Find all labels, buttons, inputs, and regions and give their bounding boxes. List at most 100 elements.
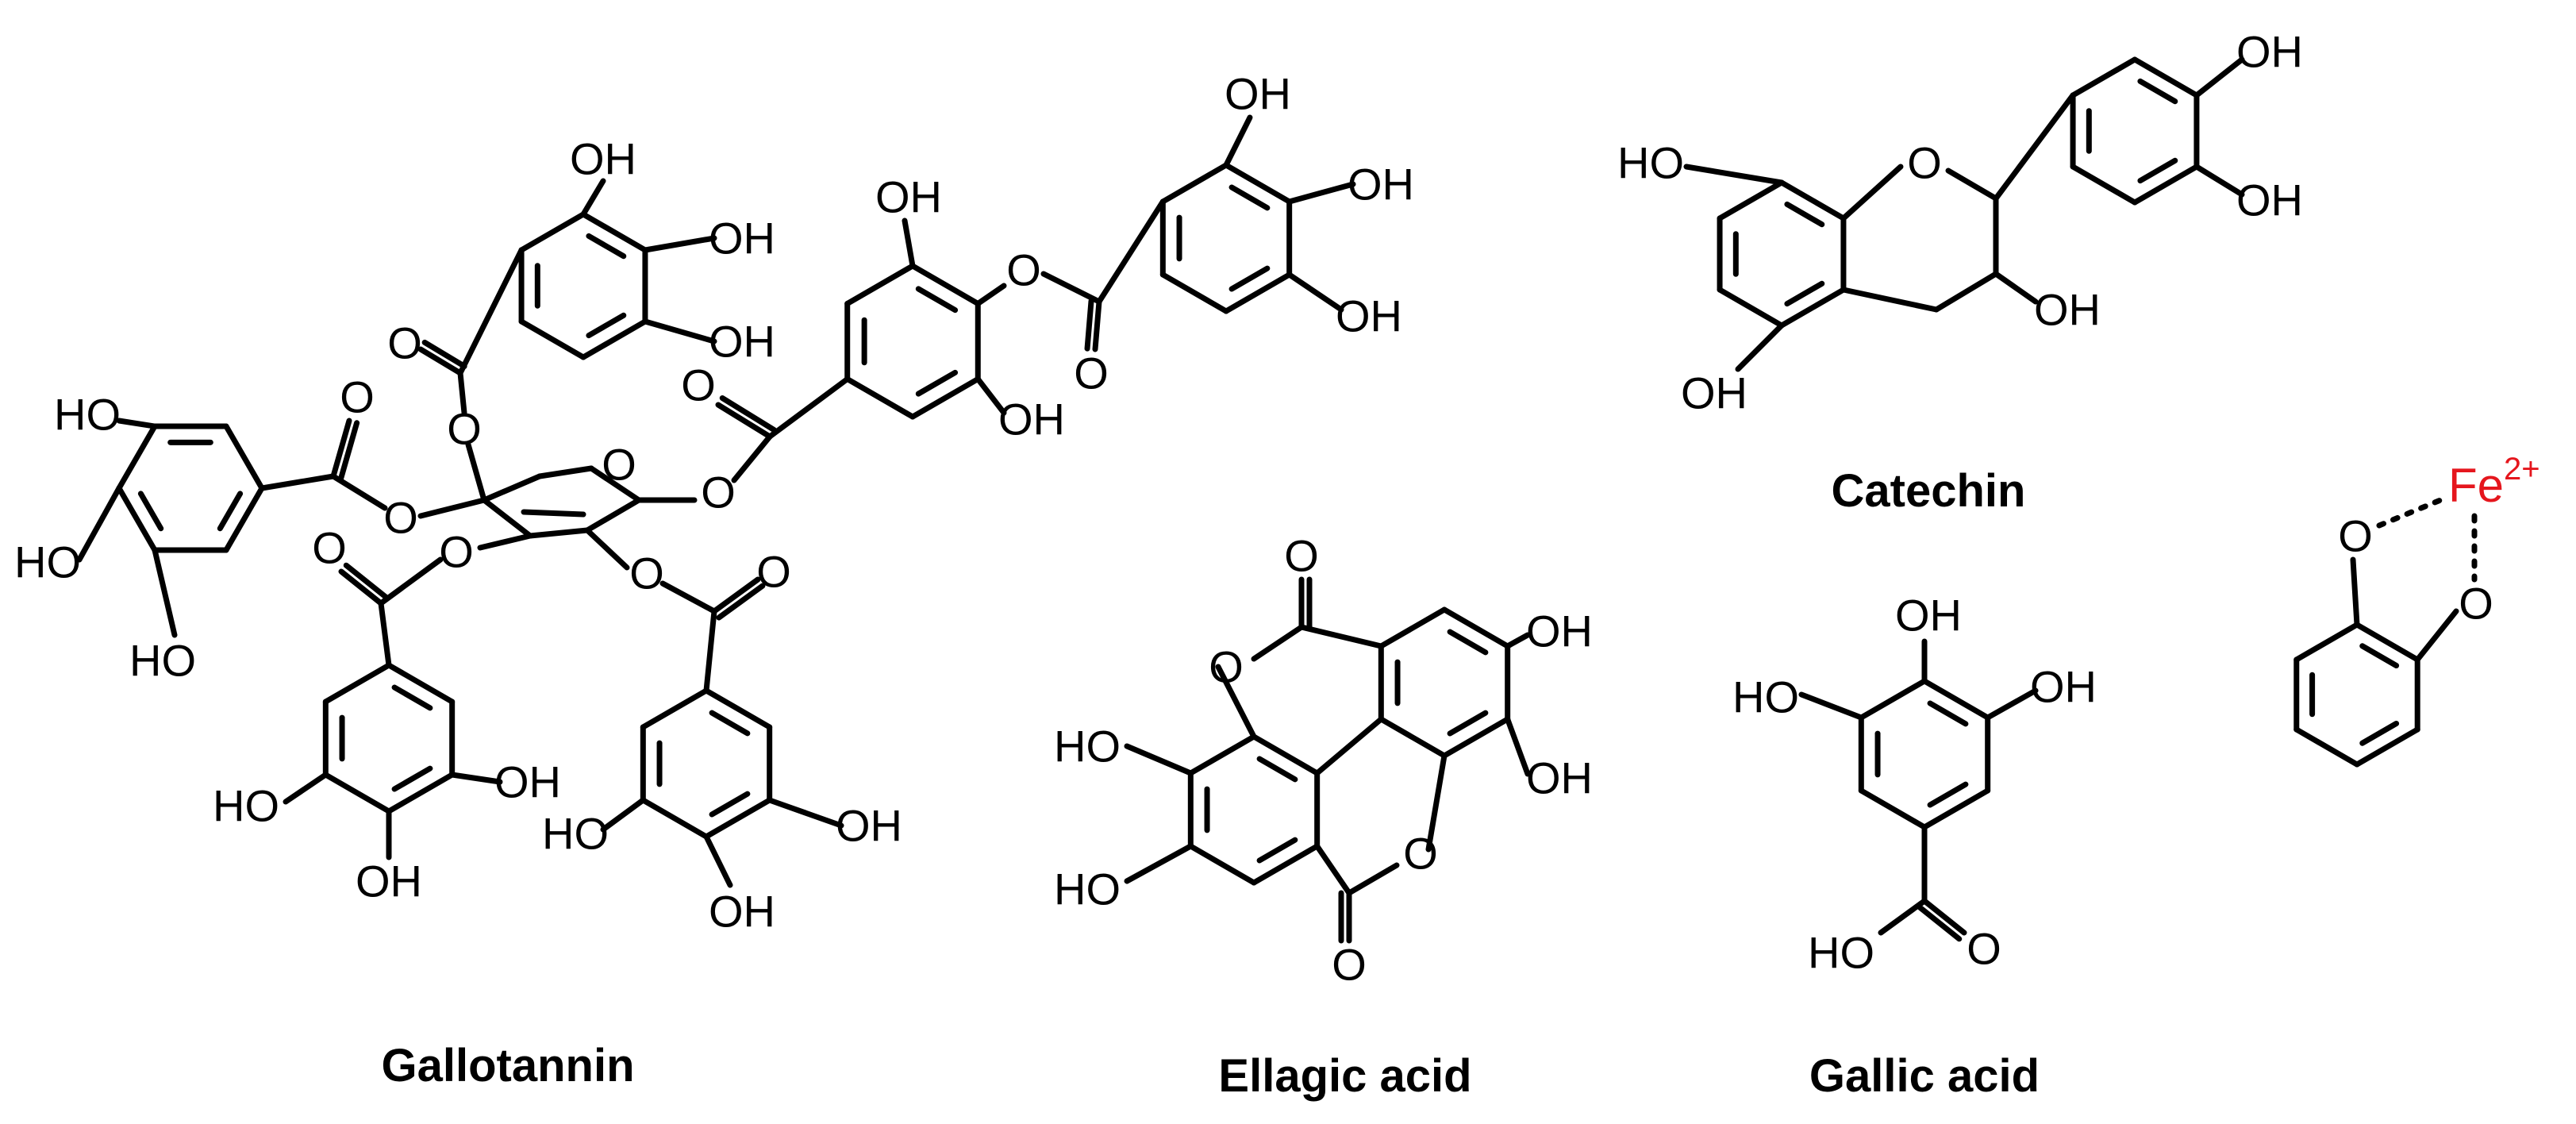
catechin-ring-bond [1840, 287, 1940, 313]
hydroxyl-label: OH [875, 172, 942, 222]
carbonyl-oxygen: O [681, 360, 716, 410]
ellagic-ring-bond-double-bond [1447, 710, 1489, 737]
hydroxyl-bond [2193, 56, 2245, 98]
hydroxyl-bond [1683, 164, 1785, 186]
ellagic-ring-bond [1378, 606, 1448, 649]
gallic-ring-bond-double-bond [1927, 781, 1969, 808]
carbonyl-bond [259, 473, 336, 491]
glucose-ring-bond [481, 497, 533, 539]
galloyl-ring-bond [116, 423, 158, 491]
ester-bond [731, 433, 773, 483]
carbonyl-bond [457, 247, 525, 376]
ellagic-ring-bond [1378, 716, 1448, 759]
glucose-ring-bond [588, 465, 642, 503]
iron-symbol: Fe [2448, 459, 2504, 512]
catechin-ring-bond-double-bond [1784, 280, 1825, 307]
lactone-bond [1425, 753, 1448, 853]
galloyl-ring-bond [1159, 162, 1229, 205]
catechin-ring-bond-double-bond [2137, 78, 2178, 105]
catechin-ring-bond [1945, 167, 1999, 202]
carbonyl-double-bond [421, 339, 467, 369]
hydroxyl-label: HO [1732, 672, 1799, 722]
ester-bond [584, 527, 630, 571]
galloyl-ring-bond-double-bond [586, 312, 627, 339]
glucose-ring-bond [584, 497, 642, 533]
hydroxyl-label: OH [1225, 69, 1291, 119]
hydroxyl-label: OH [709, 317, 775, 367]
carbonyl-double-bond [338, 568, 384, 606]
hydroxyl-bond [1505, 632, 1531, 649]
lactone-bond [1215, 664, 1257, 740]
hydroxyl-label: OH [998, 395, 1065, 445]
galloyl-ring-bond-double-bond [137, 491, 164, 532]
carbonyl-double-bond [338, 420, 360, 482]
hydroxyl-bond [642, 235, 717, 253]
ester-bond [477, 533, 533, 551]
galloyl-ring-bond [1159, 271, 1229, 314]
hydroxyl-bond [1985, 687, 2039, 721]
catechin-ring-bond [1933, 271, 1999, 313]
carbonyl-double-bond [715, 402, 773, 440]
carbonyl-double-bond [711, 576, 761, 614]
hydroxyl-label: OH [2030, 662, 2097, 712]
galloyl-ring-bond [223, 485, 265, 553]
hydroxyl-bond [580, 178, 606, 217]
carbonyl-oxygen: O [387, 318, 422, 368]
hydroxyl-label: OH [494, 757, 561, 807]
carbonyl-double-bond [330, 418, 352, 479]
iron-ion-label: Fe2+ [2448, 452, 2540, 512]
galloyl-ring-bond [909, 376, 981, 420]
gallic-ring-bond [1921, 787, 1991, 830]
ellagic-ring-bond-double-bond [1256, 837, 1298, 864]
ester-bond [659, 580, 717, 614]
carbonyl-double-bond [716, 583, 766, 621]
carbonyl-double-bond [1917, 904, 1963, 942]
chelate-oxygen: O [2338, 511, 2373, 561]
lactone-oxygen: O [1403, 829, 1438, 879]
lactone-bond [1346, 862, 1400, 896]
carbonyl-oxygen: O [1074, 348, 1109, 398]
hydroxyl-label: OH [356, 856, 422, 907]
carbonyl-oxygen: O [1967, 924, 2001, 974]
hydroxyl-label: OH [1348, 160, 1414, 210]
catechin-bond [1993, 92, 2076, 202]
galloyl-ring-bond [580, 211, 648, 253]
hydroxyl-bond [703, 833, 733, 888]
catechin-ring-bond [1717, 179, 1785, 221]
hydroxyl-label: OH [709, 214, 775, 264]
hydroxyl-bond [600, 797, 646, 833]
carbonyl-oxygen: O [1284, 531, 1319, 581]
carbonyl-bond [378, 600, 392, 668]
carbonyl-bond [1096, 198, 1166, 305]
hydroxyl-label: OH [1526, 606, 1593, 656]
hydroxyl-bond [1124, 743, 1194, 776]
hydroxyl-label: OH [1526, 753, 1593, 803]
galloyl-ring-bond [116, 485, 158, 553]
hydroxyl-bond [1223, 114, 1253, 168]
hydroxyl-label: HO [542, 809, 609, 859]
galloyl-ring-bond [844, 263, 916, 306]
carbonyl-oxygen: O [756, 547, 791, 597]
galloyl-ring-bond [386, 662, 456, 705]
catechin-ring-bond [2132, 56, 2200, 98]
ellagic-acid-name: Ellagic acid [1218, 1050, 1471, 1102]
glucose-ring-bond [481, 473, 543, 503]
chelate-oxygen: O [2459, 579, 2493, 629]
gallic-ring-bond-double-bond [1927, 700, 1969, 727]
galloyl-ring-bond [1223, 162, 1293, 205]
iron-charge: 2+ [2504, 452, 2540, 487]
ester-bond [457, 370, 467, 416]
chelate-ring-bond [2293, 726, 2360, 768]
catechin-ring-bond [1778, 179, 1847, 221]
carbonyl-double-bond [343, 562, 389, 600]
bond-lines [76, 56, 2478, 944]
hydroxyl-bond [1124, 843, 1194, 884]
hydroxyl-label: HO [1617, 138, 1684, 188]
chelate-ring-bond [2354, 622, 2420, 663]
galloyl-ring-bond [223, 423, 265, 491]
glucose-ring-oxygen: O [602, 440, 636, 490]
galloyl-ring-bond [640, 797, 709, 840]
hydroxyl-label: HO [1808, 928, 1874, 978]
